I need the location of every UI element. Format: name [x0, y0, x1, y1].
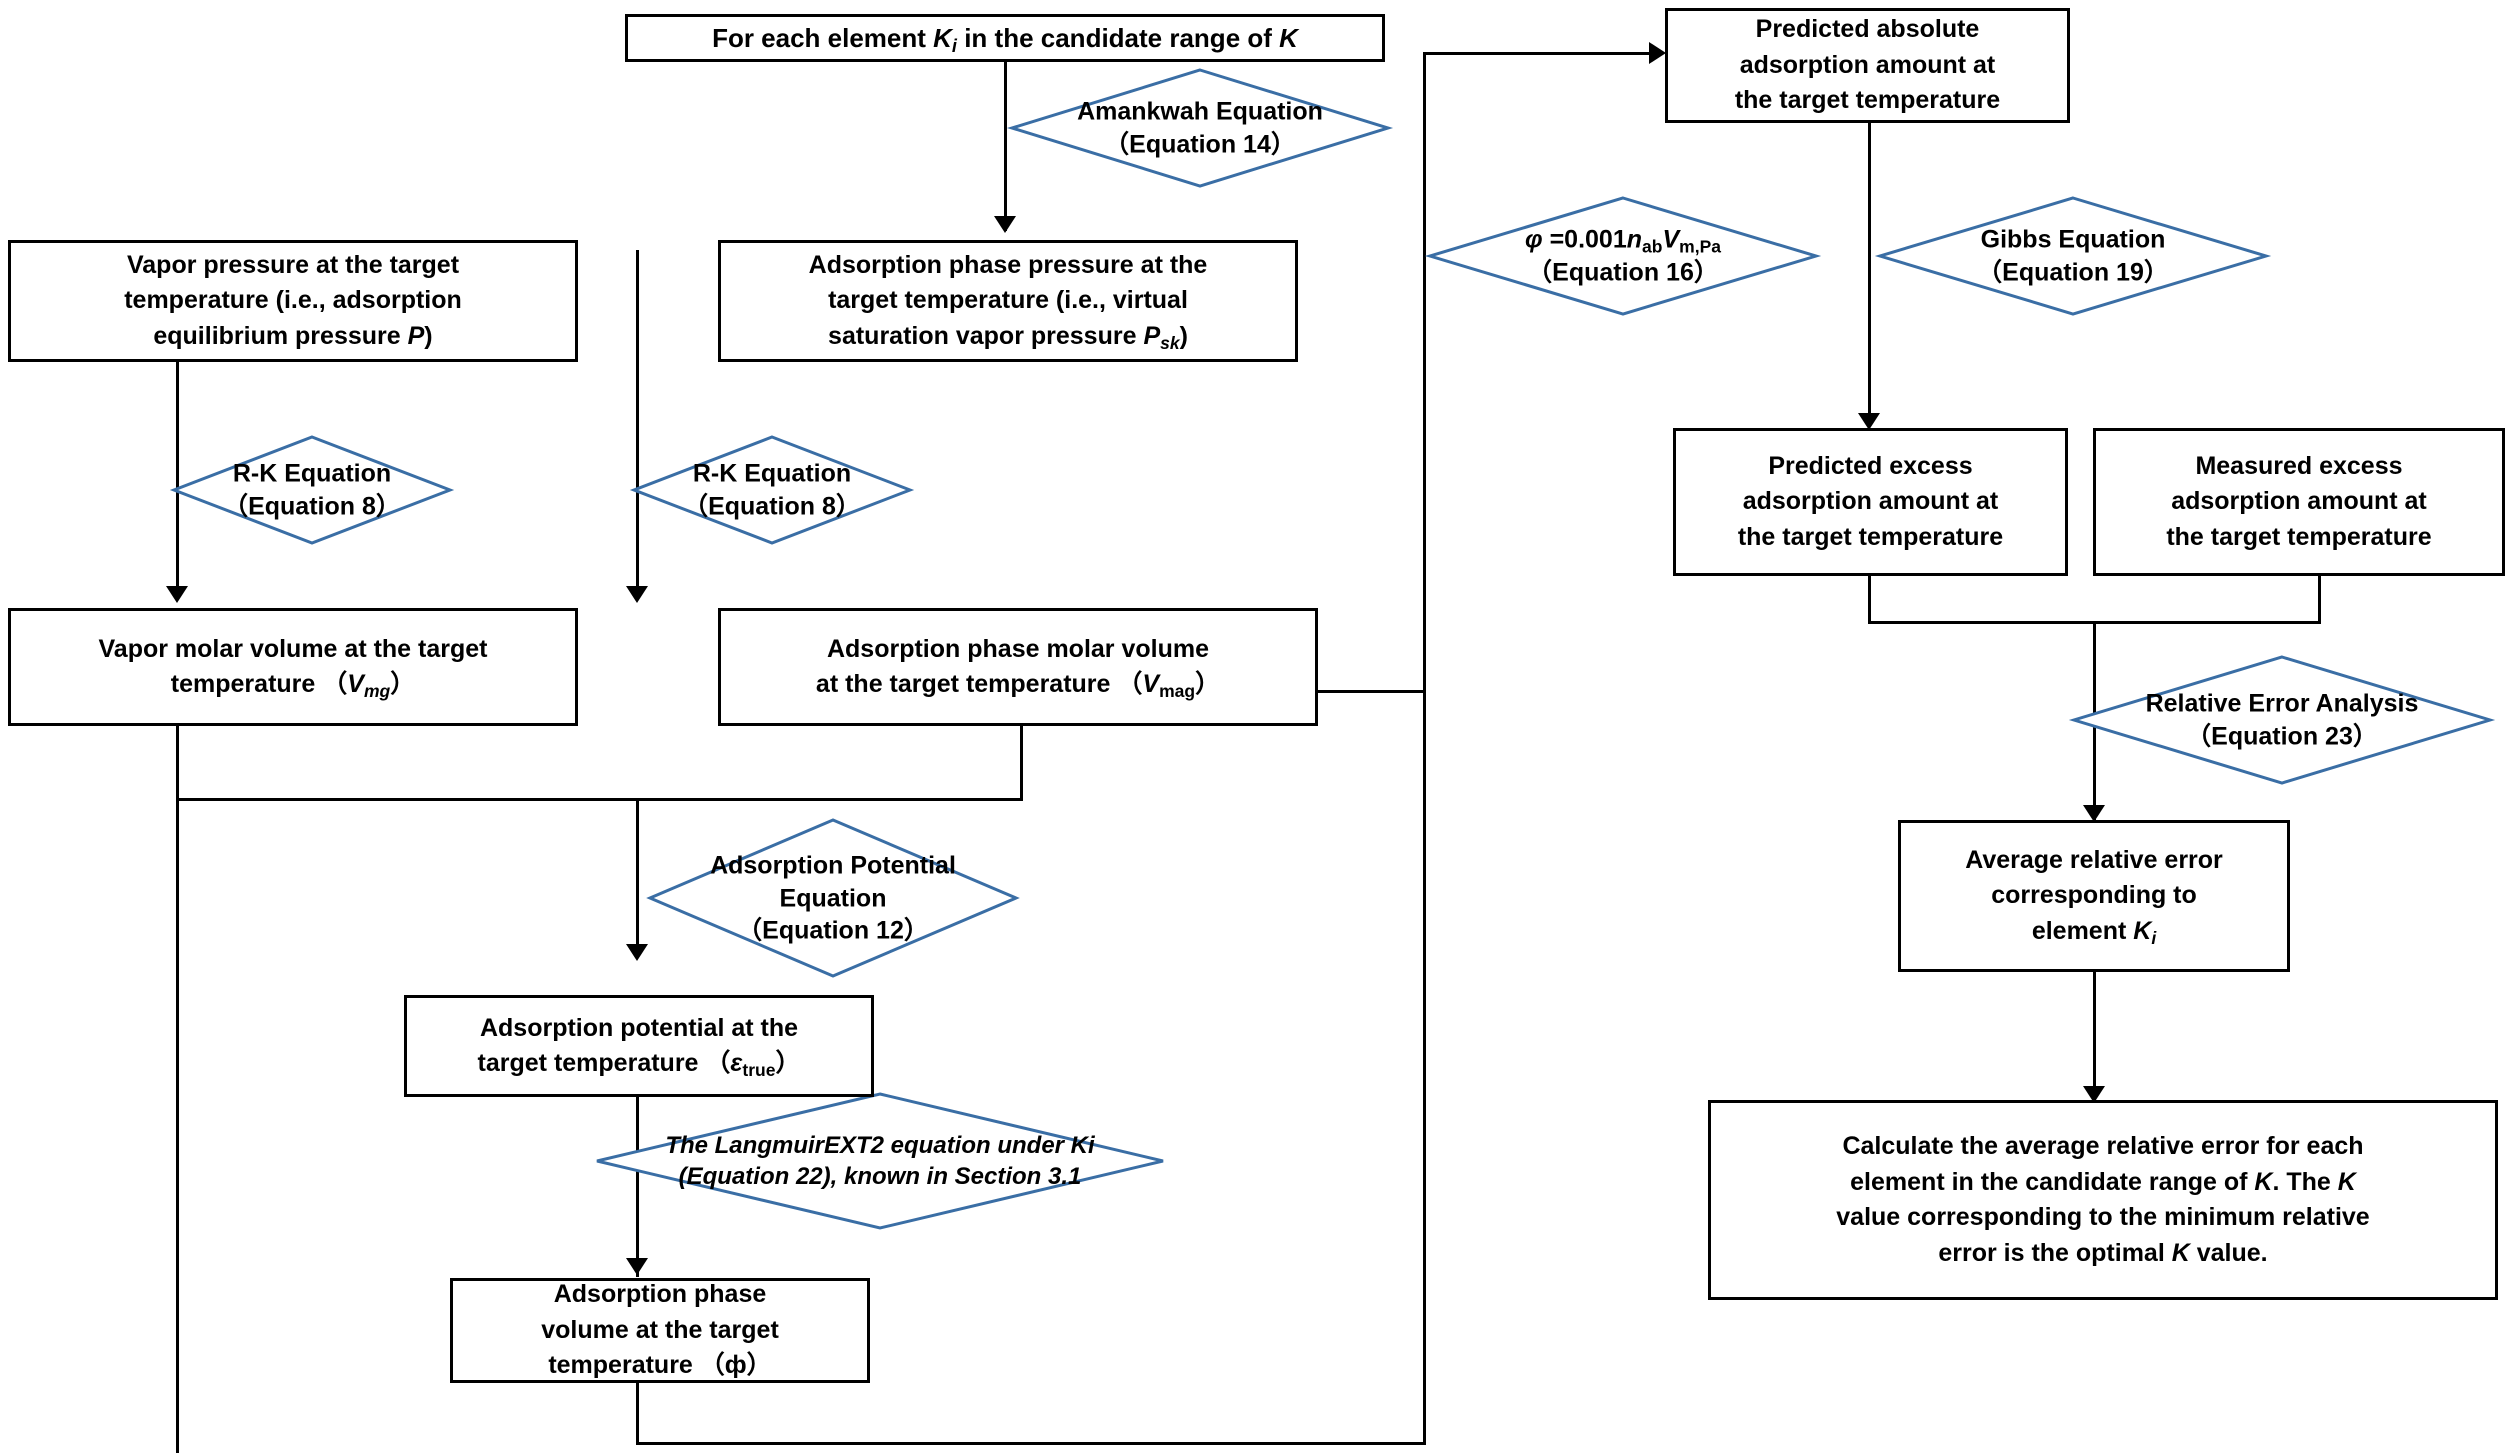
arrowhead-to-vapor-molar-volume — [166, 586, 188, 603]
node-phi-equation[interactable]: φ =0.001nabVm,Pa （Equation 16） — [1424, 196, 1822, 316]
connector-merge-to-potential — [636, 798, 639, 958]
node-adsorption-potential-equation[interactable]: Adsorption Potential Equation （Equation … — [646, 818, 1020, 978]
arrowhead-to-calculate — [2083, 1086, 2105, 1103]
arrowhead-to-average-error — [2083, 805, 2105, 822]
connector-ads-pressure-to-ads-molar-volume — [636, 250, 639, 600]
diamond-shape — [169, 435, 455, 545]
node-calculate-average-error-label: Calculate the average relative error for… — [1836, 1132, 2370, 1267]
node-for-each-element[interactable]: For each element Ki in the candidate ran… — [625, 14, 1385, 62]
connector-merge-horizontal — [176, 798, 1022, 801]
connector-predabs-to-predexcess — [1868, 122, 1871, 427]
connector-predexcess-down — [1868, 576, 1871, 624]
connector-ads-molar-right — [1318, 690, 1423, 693]
arrowhead-to-predicted-absolute — [1649, 42, 1666, 64]
connector-vapor-pressure-to-molar-volume — [176, 245, 179, 600]
connector-riser-to-predicted-abs — [1423, 52, 1661, 55]
diamond-shape — [646, 818, 1020, 978]
arrowhead-to-adsorption-potential — [626, 944, 648, 961]
arrowhead-to-adsorption-pressure — [994, 216, 1016, 233]
node-rk-equation-left[interactable]: R-K Equation （Equation 8） — [169, 435, 455, 545]
diamond-shape — [1874, 196, 2272, 316]
diamond-shape — [2068, 655, 2496, 785]
connector-avgerror-to-calculate — [2093, 972, 2096, 1102]
connector-vapor-molar-vert — [176, 452, 179, 490]
connector-potential-to-phase-volume — [636, 1097, 639, 1277]
node-calculate-average-error[interactable]: Calculate the average relative error for… — [1708, 1100, 2498, 1300]
connector-vapor-volume-down — [176, 726, 179, 1453]
node-relative-error-analysis[interactable]: Relative Error Analysis （Equation 23） — [2068, 655, 2496, 785]
node-gibbs-equation[interactable]: Gibbs Equation （Equation 19） — [1874, 196, 2272, 316]
diamond-shape — [629, 435, 915, 545]
connector-foreach-to-adsorption-pressure — [1004, 61, 1007, 231]
connector-long-riser — [1423, 52, 1426, 1445]
connector-measexcess-down — [2318, 576, 2321, 624]
arrowhead-to-predicted-excess — [1858, 413, 1880, 430]
connector-ads-molar-right-down — [1420, 690, 1423, 693]
diamond-shape — [596, 1092, 1164, 1230]
arrowhead-to-phase-volume — [626, 1258, 648, 1275]
node-amankwah-equation[interactable]: Amankwah Equation （Equation 14） — [1006, 68, 1394, 188]
connector-phase-volume-right — [636, 1442, 1426, 1445]
node-for-each-element-label: For each element Ki in the candidate ran… — [712, 22, 1298, 56]
arrowhead-to-ads-molar-volume — [626, 586, 648, 603]
diamond-shape — [1424, 196, 1822, 316]
diamond-shape — [1006, 68, 1394, 188]
node-rk-equation-right[interactable]: R-K Equation （Equation 8） — [629, 435, 915, 545]
node-langmuir-ext2-equation[interactable]: The LangmuirEXT2 equation under Ki (Equa… — [595, 1092, 1165, 1230]
connector-ads-molar-volume-down — [1020, 726, 1023, 801]
connector-phase-volume-down — [636, 1383, 639, 1445]
